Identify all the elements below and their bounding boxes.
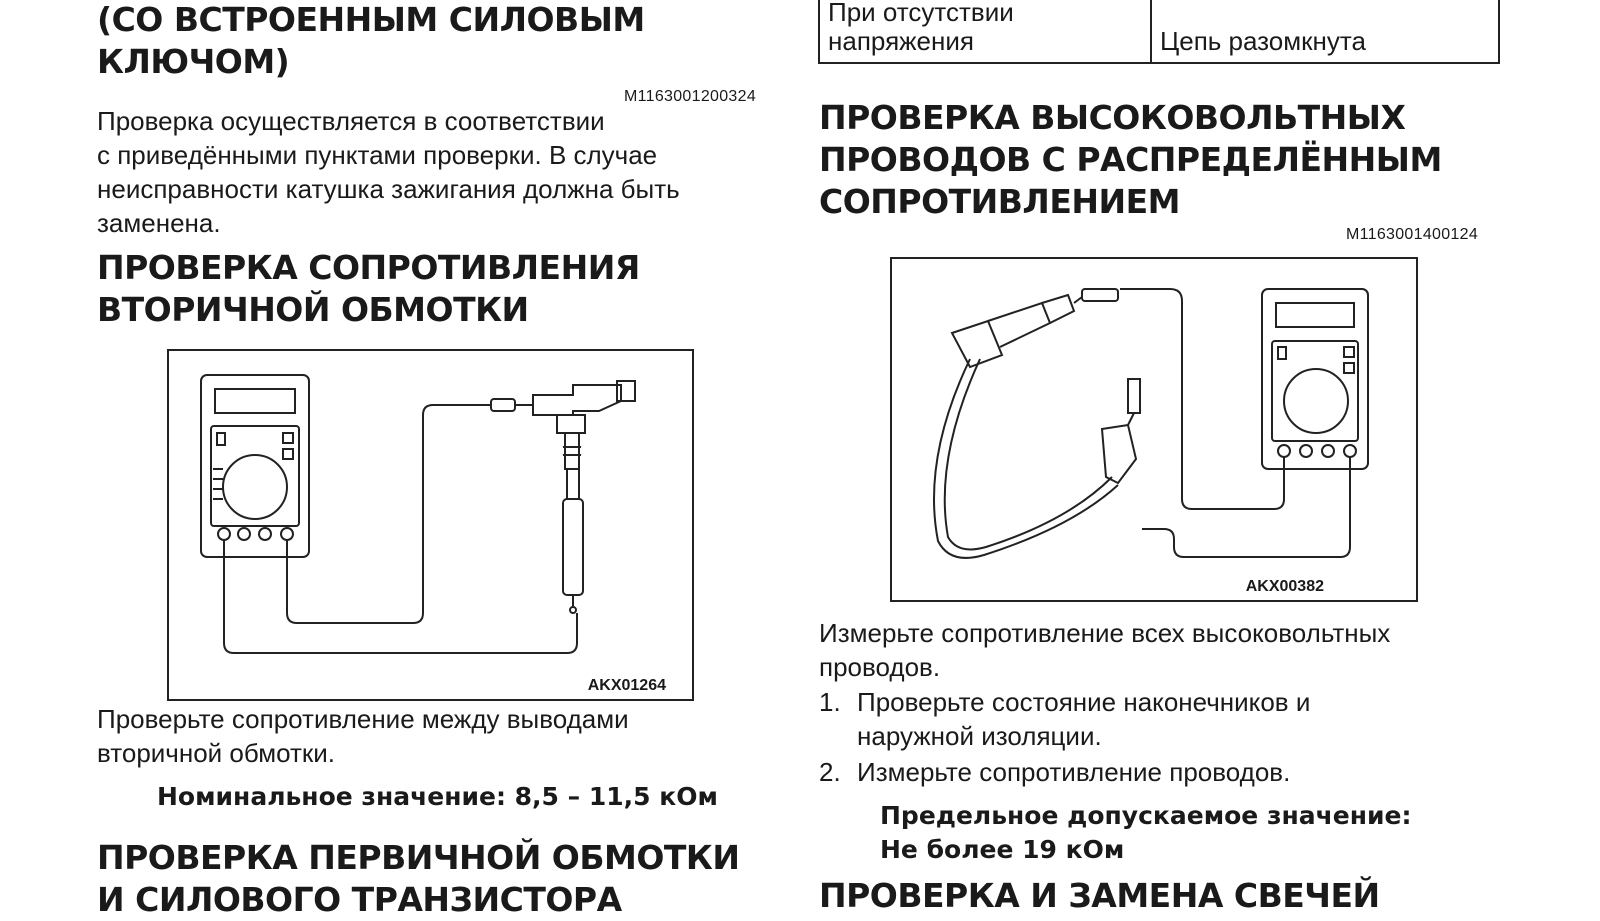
text-line: Проверьте сопротивление между выводами (97, 704, 629, 734)
heading-line: И СИЛОВОГО ТРАНЗИСТОРА (97, 880, 622, 919)
list-item: 2. Измерьте сопротивление проводов. (819, 755, 1519, 789)
probe-wire-black (1142, 457, 1351, 558)
multimeter-wire-illustration (933, 288, 1369, 559)
paragraph-replacement: Проверка осуществляется в соответствии с… (97, 104, 680, 240)
text-line: Предельное допускаемое значение: (880, 801, 1412, 830)
section-heading-top: (СО ВСТРОЕННЫМ СИЛОВЫМ КЛЮЧОМ) (97, 0, 645, 83)
table-cell-value: Цепь разомкнута (1150, 0, 1500, 64)
section-heading-hv-wires: ПРОВЕРКА ВЫСОКОВОЛЬТНЫХ ПРОВОДОВ С РАСПР… (819, 97, 1442, 223)
text-line: Измерьте сопротивление всех высоковольтн… (819, 618, 1391, 648)
text-line: проводов. (819, 652, 941, 682)
multimeter-icon (200, 374, 310, 558)
figure-secondary-winding: AKX01264 (167, 349, 694, 701)
probe-wire-red (286, 404, 491, 624)
step-number: 2. (819, 757, 841, 787)
hv-wire-icon (933, 358, 1119, 559)
paragraph-check-resistance: Проверьте сопротивление между выводами в… (97, 702, 629, 770)
heading-line: ПРОВЕРКА ВЫСОКОВОЛЬТНЫХ (819, 98, 1406, 137)
text-line: наружной изоляции. (857, 721, 1102, 751)
section-heading-primary-winding: ПРОВЕРКА ПЕРВИЧНОЙ ОБМОТКИ И СИЛОВОГО ТР… (97, 837, 740, 921)
limit-value: Предельное допускаемое значение: Не боле… (880, 799, 1412, 867)
heading-line: ПРОВЕРКА ПЕРВИЧНОЙ ОБМОТКИ (97, 838, 740, 877)
nominal-value: Номинальное значение: 8,5 – 11,5 кОм (157, 782, 718, 811)
distributor-boot-icon (1100, 423, 1138, 485)
spark-plug-boot-icon (950, 319, 1004, 369)
cell-line: напряжения (828, 26, 974, 56)
heading-line: КЛЮЧОМ) (97, 42, 290, 81)
step-number: 1. (819, 687, 841, 717)
table-row: При отсутствии напряжения Цепь разомкнут… (818, 0, 1500, 64)
paragraph-measure-all: Измерьте сопротивление всех высоковольтн… (819, 616, 1390, 684)
multimeter-coil-illustration (200, 374, 636, 654)
heading-line: (СО ВСТРОЕННЫМ СИЛОВЫМ (97, 0, 645, 39)
document-code: M1163001200324 (624, 88, 757, 105)
text-line: неисправности катушка зажигания должна б… (97, 174, 680, 204)
text-line: Проверьте состояние наконечников и (857, 687, 1311, 717)
figure-code: AKX01264 (587, 677, 666, 694)
figure-code: AKX00382 (1245, 578, 1324, 595)
cell-line: При отсутствии (828, 0, 1014, 27)
section-heading-secondary-winding: ПРОВЕРКА СОПРОТИВЛЕНИЯ ВТОРИЧНОЙ ОБМОТКИ (97, 247, 640, 331)
text-line: вторичной обмотки. (97, 738, 335, 768)
text-line: Не более 19 кОм (880, 835, 1125, 864)
heading-line: СОПРОТИВЛЕНИЕМ (819, 182, 1180, 221)
heading-line: ПРОВОДОВ С РАСПРЕДЕЛЁННЫМ (819, 140, 1442, 179)
multimeter-icon (1261, 288, 1369, 470)
section-heading-spark-plugs: ПРОВЕРКА И ЗАМЕНА СВЕЧЕЙ (819, 876, 1380, 915)
text-line: Проверка осуществляется в соответствии (97, 106, 605, 136)
probe-wire-red (1120, 288, 1285, 510)
ignition-coil-icon (532, 384, 622, 416)
figure-hv-wires: AKX00382 (890, 257, 1418, 602)
text-line: заменена. (97, 208, 221, 238)
heading-line: ПРОВЕРКА СОПРОТИВЛЕНИЯ (97, 248, 640, 287)
document-code: M1163001400124 (1346, 226, 1479, 243)
steps-list: 1. Проверьте состояние наконечников и на… (819, 685, 1519, 791)
text-line: Измерьте сопротивление проводов. (857, 757, 1291, 787)
table-cell-label: При отсутствии напряжения (818, 0, 1152, 64)
text-line: с приведёнными пунктами проверки. В случ… (97, 140, 658, 170)
probe-wire-black (223, 540, 578, 654)
status-table: При отсутствии напряжения Цепь разомкнут… (818, 0, 1500, 64)
list-item: 1. Проверьте состояние наконечников и на… (819, 685, 1519, 753)
heading-line: ВТОРИЧНОЙ ОБМОТКИ (97, 290, 529, 329)
